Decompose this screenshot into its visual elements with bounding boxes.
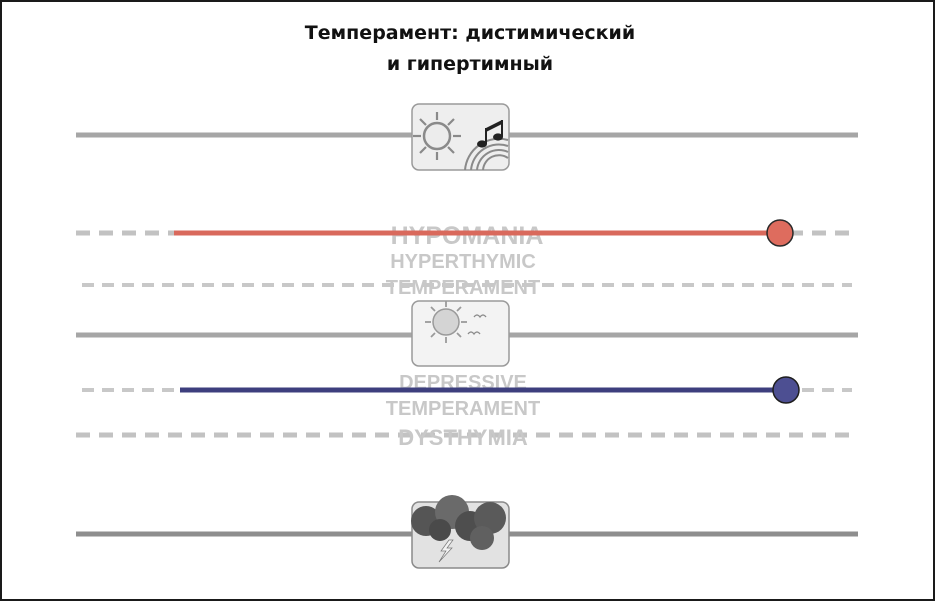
dysthymia-label: DYSTHYMIA xyxy=(398,425,528,450)
diagram-title: Темперамент: дистимический и гипертимный xyxy=(250,18,690,80)
title-line-2: и гипертимный xyxy=(386,53,554,75)
hyperthymic-label-line2: TEMPERAMENT xyxy=(386,277,540,299)
sun-music-icon xyxy=(411,103,510,171)
hypomania-label: HYPOMANIA xyxy=(391,222,544,250)
sun-birds-icon xyxy=(411,300,510,367)
depressive-label-line2: TEMPERAMENT xyxy=(386,398,540,420)
hyperthymic-marker xyxy=(766,219,794,247)
storm-cloud-icon xyxy=(411,495,510,569)
hyperthymic-label-line1: HYPERTHYMIC xyxy=(390,251,536,273)
title-line-1: Темперамент: дистимический xyxy=(304,22,636,44)
depressive-marker xyxy=(772,376,800,404)
